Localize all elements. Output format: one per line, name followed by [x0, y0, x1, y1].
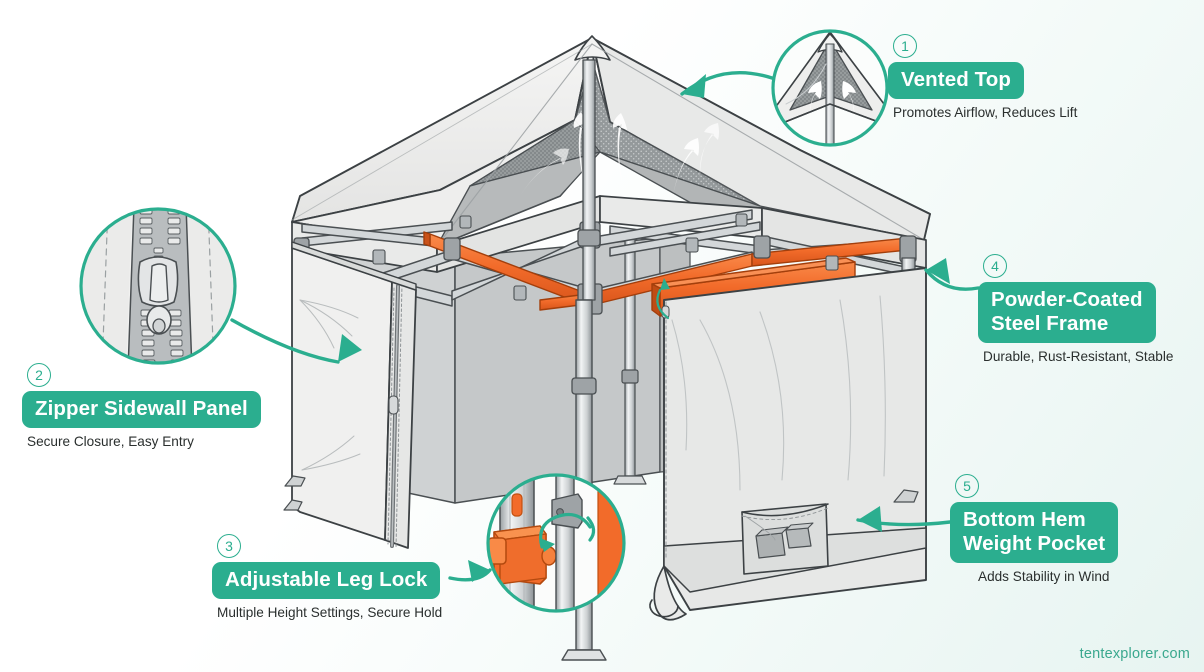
detail-circle-leg-lock	[486, 473, 626, 613]
callout-vented-top: 1 Vented Top Promotes Airflow, Reduces L…	[888, 34, 1077, 120]
arrow-zipper	[230, 318, 340, 364]
callout-number-badge-1: 1	[893, 34, 917, 58]
front-right-sidewall	[649, 267, 927, 621]
callout-number-badge-5: 5	[955, 474, 979, 498]
center-mast-pole	[577, 59, 601, 301]
detail-circle-vented-top	[771, 29, 889, 147]
callout-bottom-hem-weight-pocket: 5 Bottom Hem Weight Pocket Adds Stabilit…	[950, 474, 1119, 584]
arrow-frame	[924, 268, 980, 291]
callout-title-5: Bottom Hem Weight Pocket	[950, 502, 1119, 563]
tent-assembly	[283, 35, 931, 661]
callout-subtitle-5: Adds Stability in Wind	[978, 568, 1110, 584]
leader-arrowheads	[338, 74, 950, 582]
callout-subtitle-4: Durable, Rust-Resistant, Stable	[983, 348, 1174, 364]
callout-number-badge-3: 3	[217, 534, 241, 558]
callout-number-badge-4: 4	[983, 254, 1007, 278]
callout-subtitle-3: Multiple Height Settings, Secure Hold	[217, 604, 443, 620]
callout-title-2: Zipper Sidewall Panel	[22, 391, 261, 428]
callout-title-4: Powder-Coated Steel Frame	[978, 282, 1156, 343]
callout-subtitle-1: Promotes Airflow, Reduces Lift	[893, 104, 1078, 120]
callout-powder-coated-steel-frame: 4 Powder-Coated Steel Frame Durable, Rus…	[978, 254, 1173, 364]
callout-zipper-sidewall-panel: 2 Zipper Sidewall Panel Secure Closure, …	[22, 363, 261, 449]
callout-title-3: Adjustable Leg Lock	[212, 562, 441, 599]
leg-lock-block	[488, 525, 557, 585]
callout-adjustable-leg-lock: 3 Adjustable Leg Lock Multiple Height Se…	[212, 534, 442, 620]
sidewall-zipper-seam	[387, 283, 403, 549]
bottom-hem-weight-pocket	[741, 503, 829, 575]
callout-title-1: Vented Top	[888, 62, 1024, 99]
detail-circle-zipper	[79, 207, 237, 365]
callout-number-badge-2: 2	[27, 363, 51, 387]
airflow-arrows	[520, 112, 719, 200]
zipper-sidewall-panel	[283, 241, 417, 549]
callout-subtitle-2: Secure Closure, Easy Entry	[27, 433, 194, 449]
arrow-frame-hint	[656, 288, 670, 320]
site-watermark: tentexplorer.com	[1079, 646, 1190, 662]
